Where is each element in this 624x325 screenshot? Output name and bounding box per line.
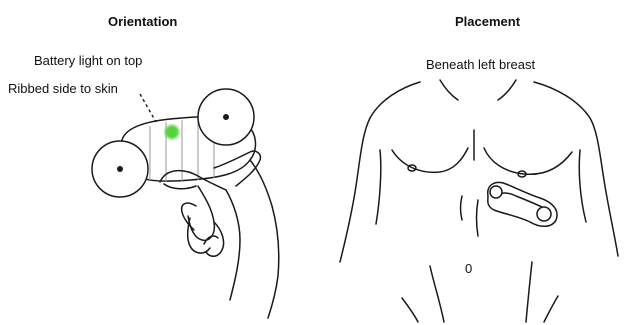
torso-drawing — [340, 80, 618, 322]
left-pec — [392, 148, 468, 172]
placement-caption: Beneath left breast — [426, 58, 535, 71]
right-pec — [484, 148, 572, 174]
battery-light-core — [168, 128, 176, 136]
orientation-heading: Orientation — [108, 15, 177, 28]
navel-mark: 0 — [465, 262, 472, 275]
ribbed-side-caption: Ribbed side to skin — [8, 82, 118, 95]
sensor-device — [92, 89, 255, 197]
electrode-dot-left — [117, 166, 123, 172]
placed-sensor — [488, 183, 557, 227]
electrode-dot-right — [223, 114, 229, 120]
left-shoulder — [340, 82, 420, 262]
battery-light-caption: Battery light on top — [34, 54, 142, 67]
right-shoulder — [534, 82, 618, 256]
pointer-line — [140, 94, 156, 122]
placement-heading: Placement — [455, 15, 520, 28]
